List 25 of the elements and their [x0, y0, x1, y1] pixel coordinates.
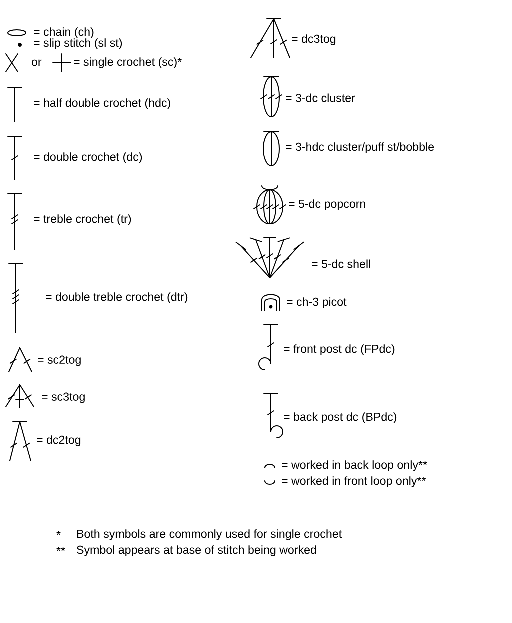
label-text: or: [32, 60, 42, 66]
legend-text: = back post dc (BPdc): [284, 412, 397, 424]
legend-text: = slip stitch (sl st): [34, 38, 122, 50]
footnote-text: Both symbols are commonly used for single crochet: [77, 530, 342, 540]
legend-text: = 3-hdc cluster/puff st/bobble: [286, 142, 434, 154]
legend-text: = double treble crochet (dtr): [46, 292, 188, 304]
legend-text: = front post dc (FPdc): [284, 344, 395, 356]
legend-text: = treble crochet (tr): [34, 214, 132, 226]
legend-text: = sc3tog: [42, 392, 85, 404]
legend-text: = chain (ch): [34, 28, 94, 38]
footnote-mark: *: [56, 531, 61, 536]
footnote-text: Symbol appears at base of stitch being worked: [77, 546, 316, 556]
legend-text: = 5-dc shell: [312, 260, 370, 268]
legend-text: = 3-dc cluster: [286, 94, 356, 102]
legend-text: = 5-dc popcorn: [289, 200, 366, 210]
legend-text: = sc2tog: [38, 356, 81, 366]
legend-text: = ch-3 picot: [287, 298, 347, 308]
legend-text: = single crochet (sc)*: [74, 58, 182, 68]
legend-text: = half double crochet (hdc): [34, 98, 170, 110]
footnote-mark: **: [56, 547, 66, 552]
legend-text: = worked in back loop only**: [282, 460, 428, 472]
legend-text: = worked in front loop only**: [282, 476, 426, 488]
legend-text: = dc3tog: [292, 34, 336, 46]
legend-text: = double crochet (dc): [34, 152, 142, 164]
legend-text: = dc2tog: [37, 436, 81, 446]
